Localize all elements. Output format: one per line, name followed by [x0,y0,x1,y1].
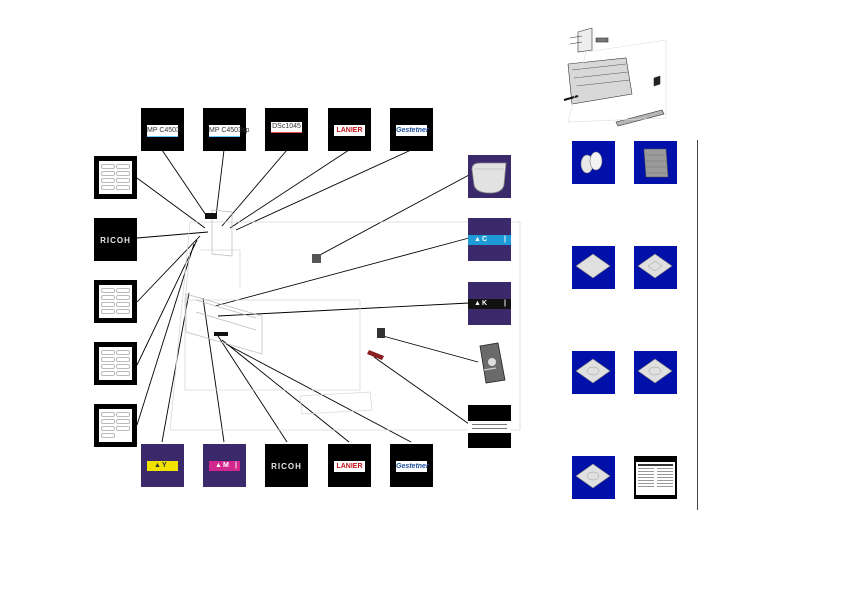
bracket-part-icon [479,342,506,384]
sheet-icon [637,253,673,279]
brand-label: RICOH [100,235,131,245]
sheet-part-tile-1 [572,246,615,289]
band-marker: | [504,299,506,307]
caution-sheet [99,285,132,318]
magenta-band: ▲ M | [209,460,240,471]
warning-triangle-icon: ▲ [154,461,161,469]
model-decal-mpc4503sp: MP C4503sp [203,108,249,151]
filter-pad-tile [634,141,677,184]
machine-exploded-view [563,27,667,127]
manual-document-tile [634,456,677,499]
yellow-band: ▲ Y [147,460,178,471]
warning-triangle-icon: ▲ [474,235,481,243]
toner-decal-yellow: ▲ Y [141,444,184,487]
caution-sheet-decal-2 [94,280,137,323]
brand-decal-lanier-bottom: LANIER [328,444,371,487]
sheet-icon [575,463,611,489]
toner-decal-black: ▲ K | [468,282,511,325]
cover-part-tile [468,155,511,198]
sheet-icon [575,253,611,279]
model-label: MP C4503 [147,124,180,137]
brand-decal-ricoh-left: RICOH [94,218,137,261]
band-marker: | [504,235,506,243]
roller-set-tile [572,141,615,184]
cover-part-icon [471,162,507,194]
roller-icon [580,151,603,174]
instruction-decal-tile [468,405,511,448]
brand-label: Gestetner [396,460,429,472]
brand-decal-ricoh-bottom: RICOH [265,444,308,487]
sheet-part-tile-3 [572,351,615,394]
model-label: DSc1045 [271,122,302,133]
toner-letter: C [482,235,488,243]
caution-sheet-decal-3 [94,342,137,385]
brand-decal-lanier-top: LANIER [328,108,371,151]
toner-letter: K [482,299,488,307]
caution-sheet-decal-4 [94,404,137,447]
toner-decal-cyan: ▲ C | [468,218,511,261]
warning-triangle-icon: ▲ [215,461,222,469]
toner-decal-magenta: ▲ M | [203,444,246,487]
sheet-part-tile-5 [572,456,615,499]
brand-label: LANIER [334,460,365,472]
caution-sheet [99,161,132,194]
manual-page [636,462,675,495]
brand-decal-gestetner-top: Gestetner [390,108,433,151]
warning-triangle-icon: ▲ [474,299,481,307]
black-band: ▲ K | [468,298,511,309]
sheet-icon [575,358,611,384]
instruction-strip [468,421,511,433]
brand-label: RICOH [271,461,302,471]
caution-sheet [99,347,132,380]
brand-label: Gestetner [396,124,429,136]
sheet-icon [637,358,673,384]
sheet-part-tile-2 [634,246,677,289]
sheet-part-tile-4 [634,351,677,394]
model-decal-dsc1045: DSc1045 [265,108,308,151]
caution-sheet-decal-1 [94,156,137,199]
filter-pad-icon [643,148,669,178]
model-label: MP C4503sp [209,124,249,137]
cyan-band: ▲ C | [468,234,511,245]
caution-sheet [99,409,132,442]
brand-label: LANIER [334,124,365,136]
bracket-part-tile [472,340,512,385]
model-decal-mpc4503: MP C4503 [141,108,184,151]
toner-letter: M [223,461,229,469]
band-marker: | [235,461,237,469]
toner-letter: Y [162,461,167,469]
brand-decal-gestetner-bottom: Gestetner [390,444,433,487]
column-divider [697,140,698,510]
